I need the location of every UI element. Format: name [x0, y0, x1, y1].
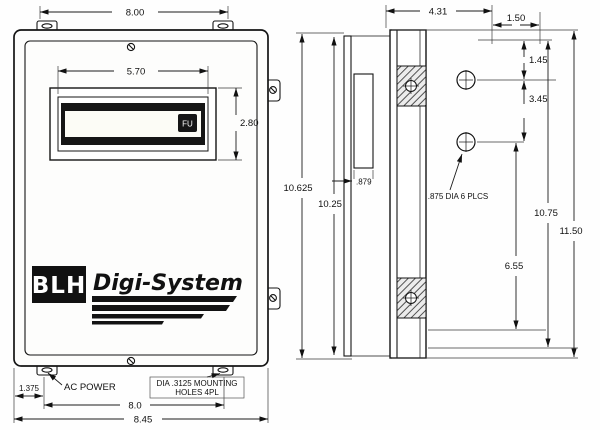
display-badge: FU — [182, 120, 193, 129]
front-view: FU BLH Digi-System — [13, 20, 281, 376]
screw-slot — [128, 358, 134, 364]
dim-overall-height: 11.50 — [559, 226, 582, 237]
dim-display-depth: .879 — [356, 178, 372, 187]
screw-slot — [270, 295, 276, 301]
door-outline — [24, 40, 258, 356]
dim-body-height: 10.25 — [318, 199, 342, 210]
tab-slot-top-right — [217, 23, 229, 29]
note-holes: .875 DIA 6 PLCS — [428, 192, 488, 201]
speed-stripe-1 — [92, 296, 237, 302]
dim-ac-offset: 1.375 — [19, 384, 40, 393]
dim-bolt-spacing: 8.0 — [128, 401, 141, 412]
dim-overall-width: 8.45 — [134, 415, 153, 426]
speed-stripe-2 — [92, 305, 230, 311]
blh-logo-box — [32, 266, 86, 303]
note-mounting-1: DIA .3125 MOUNTING — [157, 379, 238, 388]
side-dimensions: 4.31 1.50 1.45 3.45 .875 DIA 6 PLCS .879… — [283, 5, 583, 360]
dim-hole-spacing: 3.45 — [529, 94, 548, 105]
note-mounting-2: HOLES 4PL — [175, 388, 219, 397]
dim-lower-span: 6.55 — [505, 261, 524, 272]
blh-logo-text: BLH — [32, 273, 86, 299]
speed-stripe-3 — [92, 314, 204, 319]
brand-text: Digi-System — [93, 271, 243, 296]
dim-hole-top-offset: 1.45 — [529, 55, 548, 66]
screw-slot — [128, 44, 134, 50]
tab-slot-top-left — [41, 23, 53, 29]
label-ac-power: AC POWER — [64, 382, 116, 393]
display-badge-box — [178, 114, 197, 132]
mounting-note-box — [149, 376, 245, 399]
dim-back-offset: 1.50 — [507, 13, 526, 24]
dim-display-height: 2.80 — [240, 118, 259, 129]
tab-slot-bottom-right — [217, 367, 229, 373]
speed-stripe-4 — [92, 321, 164, 325]
screw-slot — [270, 87, 276, 93]
dim-front-top-width: 8.00 — [126, 8, 145, 19]
display-protrusion — [353, 73, 374, 169]
tab-slot-bottom-left — [41, 367, 53, 373]
dim-door-height: 10.625 — [283, 183, 312, 194]
front-dimensions: 8.00 5.70 2.80 1.375 AC POWER 8.0 8.45 — [13, 6, 269, 426]
dim-depth: 4.31 — [429, 7, 448, 18]
side-view — [343, 29, 476, 359]
dim-bracket-span: 10.75 — [534, 208, 558, 219]
dim-display-width: 5.70 — [127, 67, 146, 78]
door-profile — [343, 35, 352, 357]
